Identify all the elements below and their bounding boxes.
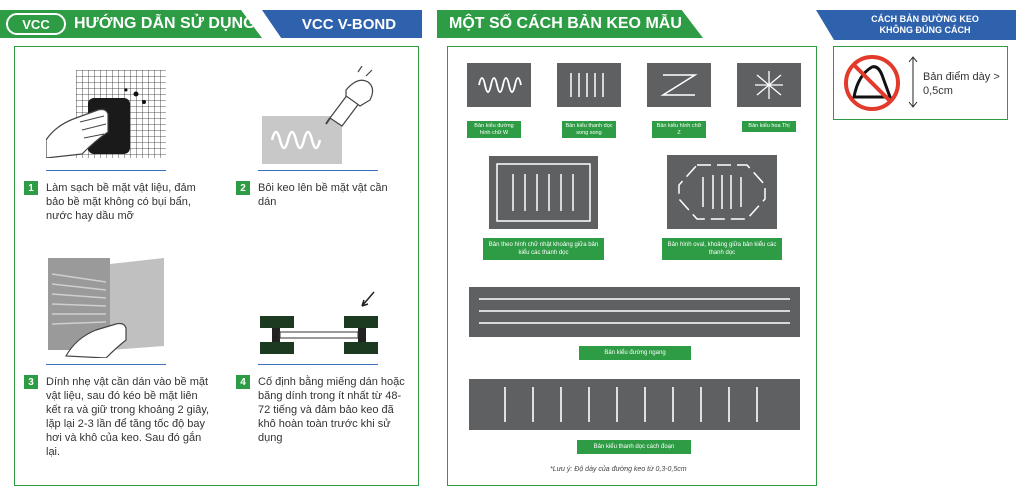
wrong-title: CÁCH BẢN ĐƯỜNG KEO KHÔNG ĐÚNG CÁCH xyxy=(871,14,979,35)
pattern-vertical-box xyxy=(557,63,621,107)
pattern-z-label: Bản kiểu hình chữ Z xyxy=(652,121,706,138)
pattern-segmented-box xyxy=(469,379,800,430)
pattern-horizontal-box xyxy=(469,287,800,337)
step4-divider xyxy=(258,364,378,365)
step2-divider xyxy=(258,170,378,171)
pattern-oval-box xyxy=(667,155,777,229)
pattern-segmented-label: Bản kiểu thanh dọc cách đoạn xyxy=(577,440,691,454)
step3-number: 3 xyxy=(24,375,38,389)
wrong-label: Bản điểm dày > 0,5cm xyxy=(923,71,1000,97)
logo-text: VCC xyxy=(22,16,50,32)
pattern-star-lines xyxy=(755,71,783,99)
prohibited-icon xyxy=(844,55,900,111)
step2-text: Bôi keo lên bề mặt vật cần dán xyxy=(258,182,388,208)
patterns-banner: MỘT SỐ CÁCH BẢN KEO MẪU xyxy=(437,10,703,38)
pattern-vertical-label: Bản kiểu thanh dọc song song xyxy=(562,121,616,138)
guide-banner: VCC HƯỚNG DẪN SỬ DỤNG xyxy=(0,10,262,38)
step2-number: 2 xyxy=(236,181,250,195)
pattern-vertical-lines xyxy=(570,73,604,97)
pattern-rect-label: Bản theo hình chữ nhật khoảng giữa bản k… xyxy=(483,238,604,260)
guide-panel xyxy=(14,46,419,486)
pattern-segmented-lines xyxy=(504,387,758,422)
step3-illustration xyxy=(48,258,164,358)
pattern-star-box xyxy=(737,63,801,107)
thickness-arrow-icon xyxy=(908,56,918,108)
pattern-w-box xyxy=(467,63,531,107)
step1-text: Làm sạch bề mặt vật liệu, đảm bảo bề mặt… xyxy=(46,182,196,222)
product-title: VCC V-BOND xyxy=(301,15,397,33)
product-banner: VCC V-BOND xyxy=(262,10,422,38)
pattern-rect-lines xyxy=(496,163,591,222)
pattern-oval-lines xyxy=(678,164,766,220)
pattern-w-lines xyxy=(478,77,522,93)
step4-number: 4 xyxy=(236,375,250,389)
pattern-w-label: Bản kiểu đường hình chữ W xyxy=(467,121,521,138)
step2-illustration xyxy=(262,66,374,164)
step1-divider xyxy=(46,170,166,171)
patterns-title: MỘT SỐ CÁCH BẢN KEO MẪU xyxy=(449,15,682,32)
pattern-oval-label: Bản hình oval, khoảng giữa bản kiểu các … xyxy=(662,238,782,260)
pattern-rect-box xyxy=(489,156,598,229)
guide-title: HƯỚNG DẪN SỬ DỤNG xyxy=(74,15,256,32)
pattern-star-label: Bản kiểu hoa Thị xyxy=(742,121,796,132)
step1-illustration xyxy=(46,70,166,158)
thickness-note: *Lưu ý: Độ dày của đường keo từ 0,3-0,5c… xyxy=(550,466,687,473)
patterns-panel xyxy=(447,46,817,486)
wrong-panel xyxy=(833,46,1008,120)
step4-text: Cố định bằng miếng dán hoặc băng dính tr… xyxy=(258,376,405,444)
pattern-z-box xyxy=(647,63,711,107)
step1-number: 1 xyxy=(24,181,38,195)
step4-illustration xyxy=(260,291,378,354)
logo: VCC xyxy=(6,13,66,35)
wrong-banner: CÁCH BẢN ĐƯỜNG KEO KHÔNG ĐÚNG CÁCH xyxy=(816,10,1016,40)
step3-text: Dính nhẹ vật cần dán vào bề mặt vật liệu… xyxy=(46,376,210,458)
pattern-horizontal-label: Bản kiểu đường ngang xyxy=(579,346,691,360)
pattern-horizontal-lines xyxy=(479,298,790,324)
pattern-z-lines xyxy=(660,74,698,96)
step3-divider xyxy=(46,364,166,365)
